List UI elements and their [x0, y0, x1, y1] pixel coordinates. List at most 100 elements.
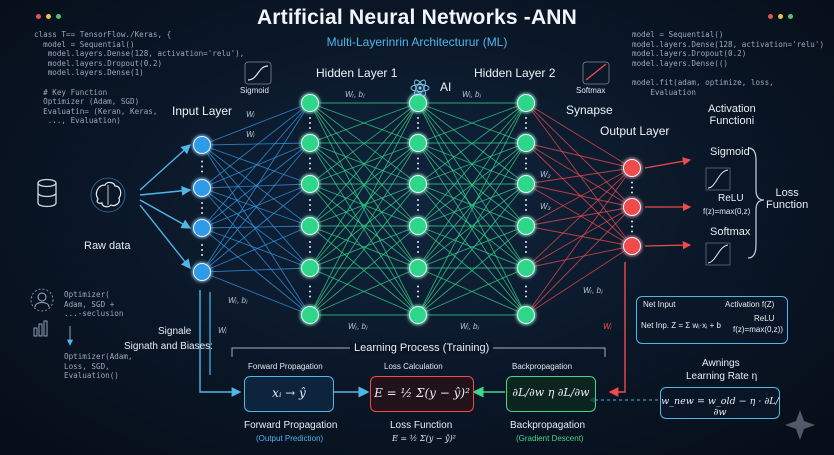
ellipsis-dot — [309, 117, 311, 119]
synapse-connection — [309, 267, 419, 316]
hidden3-neuron — [517, 94, 535, 112]
ellipsis-dot — [201, 244, 203, 246]
person-icon — [30, 288, 54, 312]
weight-label-w3: W₃ — [540, 202, 551, 211]
ellipsis-dot — [525, 251, 527, 253]
synapse-connection — [525, 167, 633, 269]
synapse-connection — [417, 102, 527, 227]
ellipsis-dot — [417, 117, 419, 119]
ellipsis-dot — [525, 209, 527, 211]
ellipsis-dot — [201, 249, 203, 251]
input-arrow — [139, 204, 191, 270]
backpropagation-box: ∂L/∂w η ∂L/∂w — [506, 376, 596, 412]
weight-label-output-bot: Wᵣ, bⱼ — [583, 286, 603, 295]
synapse-connection — [417, 142, 527, 227]
ellipsis-dot — [417, 209, 419, 211]
ellipsis-dot — [309, 246, 311, 248]
synapse-connection — [417, 183, 527, 269]
synapse-connection — [525, 142, 633, 169]
synapse-connection — [525, 245, 633, 269]
net-input-box: Net Input Activation f(Z) Net Inp. Z = Σ… — [636, 296, 788, 344]
hidden2-neuron — [409, 259, 427, 277]
synapse-connection — [417, 142, 527, 185]
red-dot — [36, 14, 41, 19]
loss-formula-small: E = ½ Σ(y − ŷ)² — [392, 434, 456, 443]
output-neuron — [623, 237, 641, 255]
synapse-connection — [201, 142, 311, 273]
ellipsis-dot — [417, 204, 419, 206]
net-input-label: Net Input — [643, 300, 676, 309]
brain-icon — [90, 177, 126, 213]
loss-function-side-label: Loss Function — [766, 187, 809, 211]
synapse-connection — [309, 225, 419, 269]
raw-data-label: Raw data — [84, 240, 131, 252]
awnings-label: Awnings — [702, 358, 740, 369]
synapse-connection — [201, 187, 311, 316]
ellipsis-dot — [525, 246, 527, 248]
loss-calculation-box: E = ½ Σ(y − ŷ)² — [370, 376, 474, 412]
synapse-connection — [201, 267, 311, 273]
activation-fz-label: Activation f(Z) — [725, 300, 775, 309]
ellipsis-dot — [417, 285, 419, 288]
ellipsis-dot — [309, 162, 311, 165]
backpropagation-bottom-label: Backpropagation — [510, 420, 586, 431]
ellipsis-dot — [417, 290, 419, 293]
weight-label-top1: Wᵣ, bⱼ — [345, 90, 365, 99]
ellipsis-dot — [525, 204, 527, 206]
ellipsis-dot — [631, 181, 633, 184]
signale-label: Signale — [158, 326, 192, 337]
learning-process-label: Learning Process (Training) — [350, 342, 494, 354]
hidden2-neuron — [409, 175, 427, 193]
activation-bracket — [747, 147, 765, 259]
synapse-label: Synapse — [566, 103, 613, 117]
relu-box-label: ReLU — [754, 314, 775, 323]
synapse-connection — [525, 142, 633, 208]
ellipsis-dot — [525, 199, 527, 201]
softmax-icon — [582, 61, 610, 85]
activation-function-title: Activation Functioni — [708, 103, 756, 127]
ellipsis-dot — [309, 285, 311, 288]
synapse-connection — [417, 102, 527, 185]
ellipsis-dot — [417, 167, 419, 170]
weight-label-input-bot: Wᵣ, bⱼ — [228, 296, 248, 305]
ellipsis-dot — [417, 122, 419, 124]
synapse-connection — [417, 142, 527, 316]
synapse-connection — [525, 183, 633, 247]
hidden3-neuron — [517, 306, 535, 324]
hidden2-neuron — [409, 134, 427, 152]
ellipsis-dot — [525, 157, 527, 160]
input-arrow — [139, 199, 192, 229]
loss-formula: E = ½ Σ(y − ŷ)² — [374, 386, 470, 400]
synapse-connection — [309, 183, 419, 269]
weight-label-bot1: Wᵣ, bⱼ — [348, 322, 368, 331]
softmax-icon-label: Softmax — [576, 86, 606, 95]
hidden1-neuron — [301, 259, 319, 277]
synapse-connection — [309, 225, 419, 316]
ellipsis-dot — [201, 165, 203, 168]
synapse-connection — [309, 102, 419, 227]
green-dot — [56, 14, 61, 19]
net-input-formula: Net Inp. Z = Σ wᵢ·xᵢ + b — [641, 321, 721, 330]
synapse-connection — [201, 225, 311, 229]
bar-chart-icon — [33, 320, 48, 337]
backprop-formula: ∂L/∂w η ∂L/∂w — [512, 386, 590, 399]
ellipsis-dot — [309, 204, 311, 206]
ellipsis-dot — [201, 170, 203, 173]
feedback-line-left — [199, 290, 242, 397]
synapse-connection — [525, 225, 633, 247]
synapse-connection — [309, 142, 419, 316]
synapse-connection — [201, 102, 311, 229]
ellipsis-dot — [525, 290, 527, 293]
input-layer-label: Input Layer — [172, 104, 233, 118]
synapse-connection — [309, 142, 419, 269]
synapse-connection — [201, 225, 311, 273]
synapse-connection — [309, 102, 419, 316]
ellipsis-dot — [525, 127, 527, 129]
atom-icon — [410, 79, 430, 97]
ellipsis-dot — [417, 157, 419, 160]
ellipsis-dot — [417, 295, 419, 298]
sigmoid-label: Sigmoid — [710, 146, 750, 158]
hidden2-neuron — [409, 217, 427, 235]
weight-label-w2: W₂ — [540, 170, 551, 179]
ellipsis-dot — [417, 246, 419, 248]
